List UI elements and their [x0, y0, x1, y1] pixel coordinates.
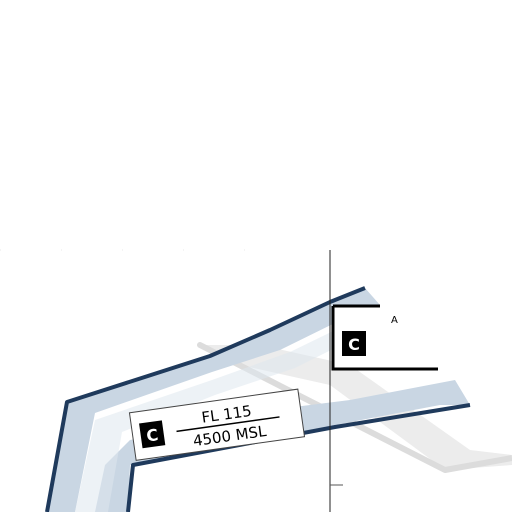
class-badge-2 [342, 331, 366, 356]
airspace-label-box-2: C A [331, 304, 438, 371]
airspace-label-box: C FL 115 4500 MSL [128, 388, 306, 461]
label-box-frame [128, 388, 306, 461]
label-box-2-border [331, 306, 438, 371]
terrain-shadow-band [200, 345, 512, 470]
altitude-divider [176, 416, 280, 433]
airspace-tint-inner [75, 318, 365, 512]
class-letter: C [145, 425, 159, 445]
shadow-line-2 [444, 455, 512, 473]
class-letter-2: C [348, 335, 360, 354]
airspace-boundary-outer [45, 286, 366, 512]
class-badge [139, 420, 166, 449]
clipped-text: A [391, 315, 398, 326]
airspace-tint-lower [95, 380, 470, 512]
